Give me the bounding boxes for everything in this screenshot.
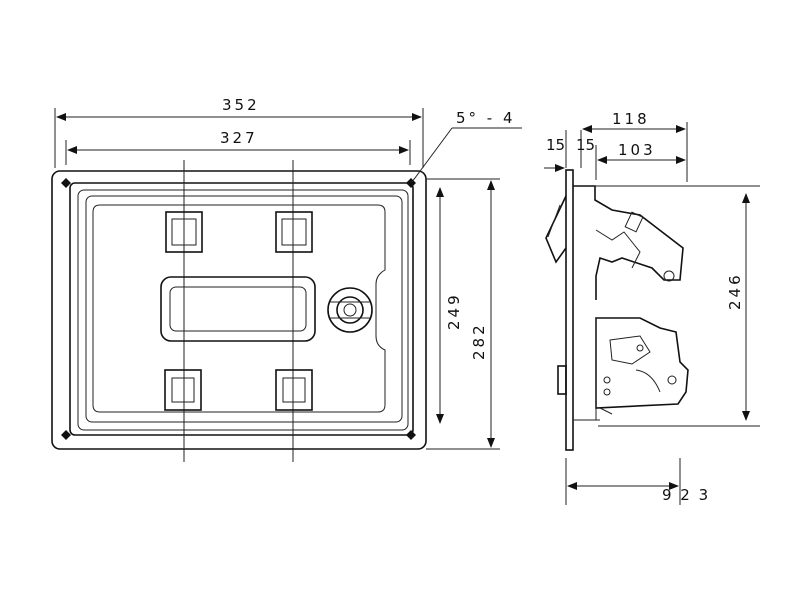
dim-15-left-label: 15 — [546, 136, 565, 154]
dim-103-label: 103 — [618, 141, 656, 159]
frame-1 — [69, 182, 414, 436]
dim-327: 327 — [67, 129, 409, 154]
window-top-left — [165, 211, 203, 253]
mechanism-housing — [573, 185, 684, 300]
dim-118-label: 118 — [612, 110, 650, 128]
dim-15-right-label: 15 — [576, 136, 595, 154]
front-view: 352 327 5° - 4 249 282 — [51, 96, 522, 462]
dim-249-label: 249 — [445, 292, 463, 330]
dim-118: 118 — [582, 110, 686, 133]
dim-15-15: 15 15 — [544, 136, 595, 172]
hole-spec-label: 5° - 4 — [456, 109, 516, 127]
window-top-right — [275, 211, 313, 253]
side-plate — [565, 169, 574, 451]
dim-352: 352 — [56, 96, 422, 121]
dim-282: 282 — [470, 180, 495, 448]
side-button — [557, 365, 567, 395]
side-view: 118 103 15 15 246 9 2 3 — [544, 110, 760, 505]
dim-327-label: 327 — [220, 129, 258, 147]
window-bottom-left — [164, 369, 202, 411]
mounting-hole — [61, 178, 71, 188]
coin-chute — [545, 195, 567, 264]
mechanism-lower — [595, 317, 689, 409]
dim-282-label: 282 — [470, 322, 488, 360]
dim-246: 246 — [726, 193, 750, 421]
coin-slot — [160, 276, 316, 342]
outer-plate — [51, 170, 427, 450]
inner-panel — [92, 204, 386, 413]
frame-2 — [77, 189, 409, 431]
window-bottom-right — [275, 369, 313, 411]
dim-352-label: 352 — [222, 96, 260, 114]
mounting-hole — [61, 430, 71, 440]
dim-103: 103 — [597, 141, 686, 164]
mounting-hole — [406, 178, 416, 188]
dim-249: 249 — [436, 187, 463, 424]
dim-246-label: 246 — [726, 272, 744, 310]
dim-923-label: 9 2 3 — [662, 486, 710, 504]
hole-leader: 5° - 4 — [411, 109, 522, 183]
mounting-hole — [406, 430, 416, 440]
lock-icon — [327, 287, 373, 333]
dim-923: 9 2 3 — [567, 482, 710, 504]
frame-3 — [85, 195, 403, 423]
